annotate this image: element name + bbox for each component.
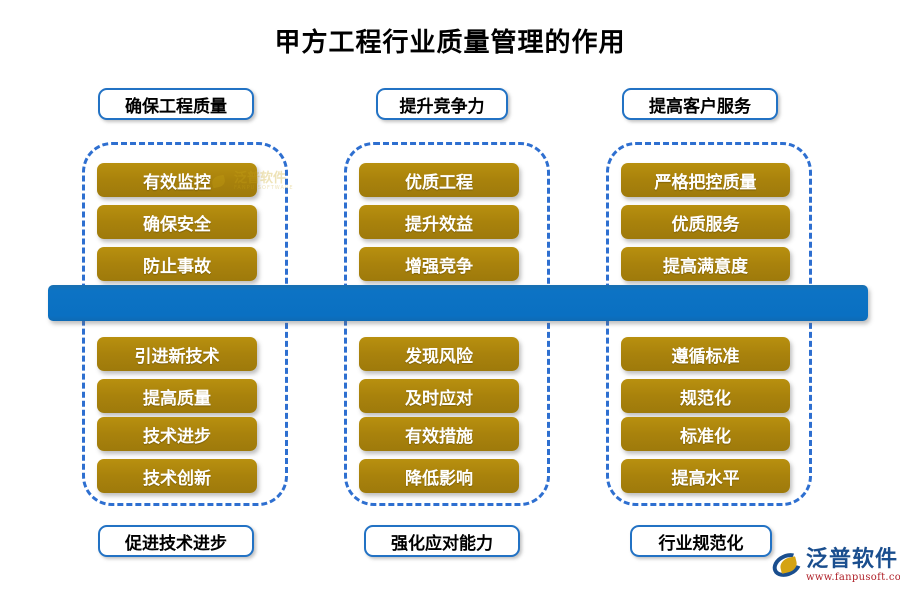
column-3-top-item-1[interactable]: 严格把控质量 — [621, 163, 790, 197]
column-3-bottom-label[interactable]: 行业规范化 — [630, 525, 772, 557]
column-1-bottom-item-2[interactable]: 提高质量 — [97, 379, 257, 413]
column-1-bottom-label[interactable]: 促进技术进步 — [98, 525, 254, 557]
column-1-top-item-1[interactable]: 有效监控 — [97, 163, 257, 197]
column-3-bottom-item-2[interactable]: 规范化 — [621, 379, 790, 413]
leaf-swoosh-icon — [772, 550, 802, 580]
column-1-top-label[interactable]: 确保工程质量 — [98, 88, 254, 120]
column-3-bottom-item-4[interactable]: 提高水平 — [621, 459, 790, 493]
brand-url: www.fanpusoft.com — [806, 572, 900, 583]
column-3-top-label[interactable]: 提高客户服务 — [622, 88, 778, 120]
column-1-bottom-item-3[interactable]: 技术进步 — [97, 417, 257, 451]
central-divider-bar — [48, 285, 868, 321]
column-3-group-outline — [606, 142, 812, 506]
column-2-group-outline — [344, 142, 550, 506]
column-3-bottom-item-1[interactable]: 遵循标准 — [621, 337, 790, 371]
column-3-bottom-item-3[interactable]: 标准化 — [621, 417, 790, 451]
column-1-bottom-item-1[interactable]: 引进新技术 — [97, 337, 257, 371]
column-2-top-item-3[interactable]: 增强竞争 — [359, 247, 519, 281]
column-3-top-item-3[interactable]: 提高满意度 — [621, 247, 790, 281]
column-1-top-item-3[interactable]: 防止事故 — [97, 247, 257, 281]
brand-logo: 泛普软件 www.fanpusoft.com — [772, 548, 900, 584]
column-2-bottom-item-1[interactable]: 发现风险 — [359, 337, 519, 371]
column-2-bottom-item-3[interactable]: 有效措施 — [359, 417, 519, 451]
column-1-top-item-2[interactable]: 确保安全 — [97, 205, 257, 239]
column-2-bottom-label[interactable]: 强化应对能力 — [364, 525, 520, 557]
column-2-top-item-2[interactable]: 提升效益 — [359, 205, 519, 239]
column-3-top-item-2[interactable]: 优质服务 — [621, 205, 790, 239]
brand-name: 泛普软件 — [806, 547, 899, 572]
column-1-group-outline — [82, 142, 288, 506]
page-title: 甲方工程行业质量管理的作用 — [274, 28, 626, 58]
column-2-top-item-1[interactable]: 优质工程 — [359, 163, 519, 197]
column-1-bottom-item-4[interactable]: 技术创新 — [97, 459, 257, 493]
column-2-top-label[interactable]: 提升竞争力 — [376, 88, 508, 120]
column-2-bottom-item-4[interactable]: 降低影响 — [359, 459, 519, 493]
column-2-bottom-item-2[interactable]: 及时应对 — [359, 379, 519, 413]
